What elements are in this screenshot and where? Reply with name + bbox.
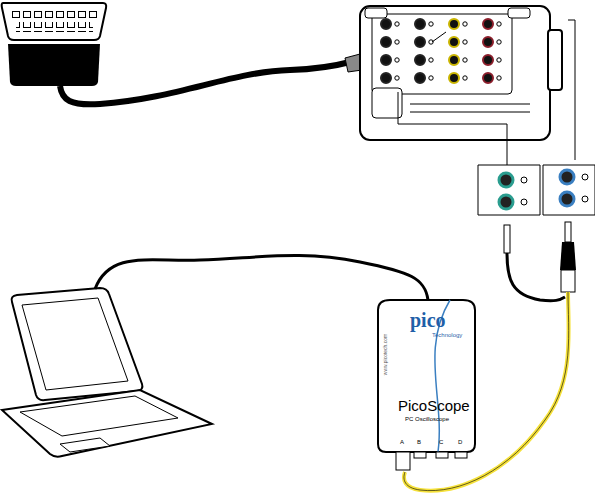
brand-subtitle: Technology (432, 332, 462, 338)
channel-label: B (417, 439, 421, 445)
product-name: PicoScope (398, 398, 470, 413)
channel-label: C (439, 439, 443, 445)
channel-label: A (400, 439, 404, 445)
laptop (2, 288, 212, 457)
breakout-box (360, 6, 562, 140)
brand-logo: pico (410, 310, 446, 330)
product-subtitle: PC Oscilloscope (405, 416, 449, 422)
website-text: www.picotech.com (384, 334, 389, 375)
oscilloscope-body (378, 300, 475, 470)
obd-connector (2, 3, 107, 86)
oscilloscope-unit: picoTechnologyPicoScope PC Oscilloscope (380, 302, 473, 450)
leader-line (398, 20, 575, 165)
usb-cable (95, 256, 428, 300)
obd-cable (60, 62, 350, 104)
socket-inset (478, 165, 595, 215)
channel-label: D (458, 439, 462, 445)
